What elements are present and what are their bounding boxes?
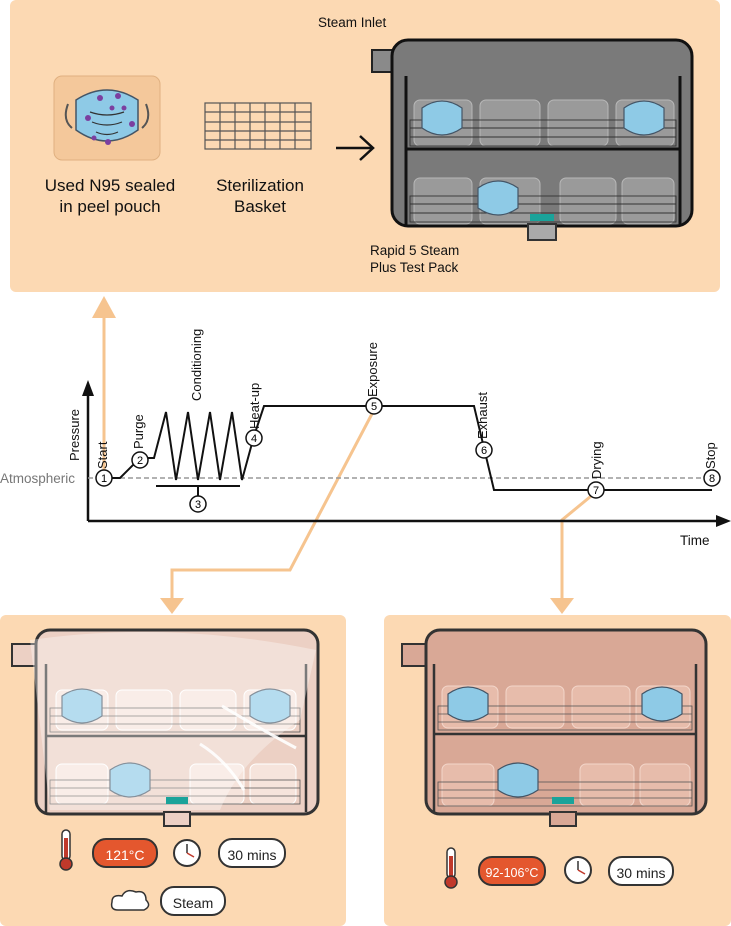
clock-icon	[564, 856, 592, 884]
stage-markers: 1 2 3 4 5 6 7 8	[95, 397, 721, 513]
drying-time-pill: 30 mins	[608, 856, 674, 886]
graph-axes	[86, 392, 724, 523]
stage-marker-circle	[475, 441, 493, 459]
atmospheric-label: Atmospheric	[0, 471, 76, 486]
stage-marker-circle	[703, 469, 721, 487]
autoclave-chamber-loaded	[371, 38, 694, 241]
x-axis-label: Time	[680, 533, 710, 548]
autoclave-chamber-drying	[401, 628, 708, 827]
test-pack-label: Rapid 5 Steam Plus Test Pack	[370, 242, 510, 276]
test-pack-line1: Rapid 5 Steam	[370, 243, 460, 258]
stage-marker-circle	[245, 429, 263, 447]
mask-label-line2: in peel pouch	[59, 197, 161, 216]
stage-marker-number: 5	[371, 401, 377, 413]
autoclave-chamber-steam	[11, 628, 320, 827]
exposure-agent-pill: Steam	[160, 886, 226, 916]
x-axis-arrow	[716, 515, 731, 527]
exposure-temp-pill: 121°C	[92, 838, 158, 868]
pressure-curve	[104, 405, 712, 491]
stage-marker-circle	[131, 451, 149, 469]
clock-icon	[173, 839, 201, 867]
y-axis-arrow	[82, 380, 94, 396]
basket-label-line1: Sterilization	[216, 176, 304, 195]
basket-label-line2: Basket	[234, 197, 286, 216]
stage-marker-number: 8	[709, 473, 715, 485]
mask-label: Used N95 sealed in peel pouch	[30, 175, 190, 217]
drying-temp-pill: 92-106°C	[478, 856, 546, 886]
stage-marker-number: 2	[137, 455, 143, 467]
basket-label: Sterilization Basket	[190, 175, 330, 217]
thermometer-icon	[444, 847, 458, 889]
stage-marker-circle	[365, 397, 383, 415]
stage-marker-number: 7	[593, 485, 599, 497]
steam-inlet-label: Steam Inlet	[318, 15, 387, 30]
stage-marker-circle	[189, 495, 207, 513]
connector-arrowheads	[92, 296, 574, 614]
right-arrow-icon	[336, 135, 375, 161]
stage-marker-number: 6	[481, 445, 487, 457]
cloud-icon	[110, 889, 150, 911]
basket-icon	[204, 102, 312, 150]
mask-label-line1: Used N95 sealed	[44, 176, 176, 195]
stage-marker-number: 3	[195, 499, 201, 511]
stage-marker-circle	[587, 481, 605, 499]
thermometer-icon	[59, 829, 73, 871]
stage-marker-number: 4	[251, 433, 257, 445]
stage-marker-circle	[95, 469, 113, 487]
mask-pouch-icon	[53, 75, 161, 161]
exposure-time-pill: 30 mins	[218, 838, 286, 868]
stage-marker-number: 1	[101, 473, 107, 485]
test-pack-line2: Plus Test Pack	[370, 260, 459, 275]
